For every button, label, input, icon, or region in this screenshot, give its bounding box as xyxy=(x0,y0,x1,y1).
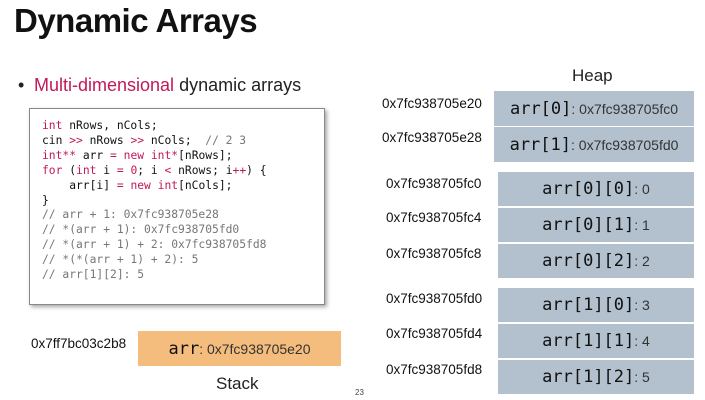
heap-cell: arr[0][1]: 1 xyxy=(498,208,694,242)
code-comment: // *(arr + 1) + 2: 0x7fc938705fd8 xyxy=(42,238,267,252)
code-keyword: new xyxy=(123,148,145,162)
cell-value: : 3 xyxy=(634,297,650,313)
cell-value: : 5 xyxy=(634,369,650,385)
code-comment: // arr[1][2]: 5 xyxy=(42,268,145,282)
code-line: for (int i = 0; i < nRows; i++) { xyxy=(42,164,324,179)
code-text: arr xyxy=(76,148,111,162)
code-text: ) { xyxy=(246,163,267,177)
page-number: 23 xyxy=(355,388,364,397)
cell-name: arr[0][1] xyxy=(542,215,635,235)
code-line: int** arr = new int*[nRows]; xyxy=(42,149,324,164)
code-comment: // arr + 1: 0x7fc938705e28 xyxy=(42,208,219,222)
code-keyword: for xyxy=(42,163,63,177)
code-text: arr[i] xyxy=(42,178,117,192)
cell-value: : 0x7fc938705fc0 xyxy=(571,100,679,117)
bullet-symbol: • xyxy=(18,75,25,95)
heap-address: 0x7fc938705e28 xyxy=(382,130,482,145)
code-text xyxy=(144,149,151,162)
code-line: // *(*(arr + 1) + 2): 5 xyxy=(42,253,324,268)
code-keyword: = xyxy=(116,163,124,177)
code-text: ; i xyxy=(137,163,165,177)
code-text: } xyxy=(42,193,49,207)
code-keyword: = xyxy=(116,178,124,192)
code-keyword: ++ xyxy=(232,163,247,177)
code-line: // *(arr + 1): 0x7fc938705fd0 xyxy=(42,223,324,238)
code-keyword: int* xyxy=(150,148,179,162)
heap-address: 0x7fc938705fc4 xyxy=(386,210,482,225)
code-line: } xyxy=(42,194,324,209)
cell-name: arr[0][2] xyxy=(542,251,635,271)
cell-name: arr[1] xyxy=(509,134,571,155)
heap-cell: arr[1][2]: 5 xyxy=(498,360,694,394)
code-text: nRows; i xyxy=(171,163,233,177)
code-keyword: >> xyxy=(130,133,145,147)
code-line: // arr + 1: 0x7fc938705e28 xyxy=(42,208,324,223)
code-comment: // *(*(arr + 1) + 2): 5 xyxy=(42,253,199,267)
heap-address: 0x7fc938705fd8 xyxy=(386,362,483,377)
heap-title: Heap xyxy=(572,66,613,85)
heap-cell: arr[1][0]: 3 xyxy=(498,288,694,322)
bullet-point: • Multi-dimensional dynamic arrays xyxy=(18,75,301,96)
cell-name: arr xyxy=(168,338,200,359)
cell-name: arr[0][0] xyxy=(542,179,635,199)
bullet-highlight: Multi-dimensional xyxy=(34,75,175,95)
cell-name: arr[1][1] xyxy=(542,331,635,351)
code-block: int nRows, nCols;cin >> nRows >> nCols; … xyxy=(29,108,325,305)
heap-address: 0x7fc938705fd0 xyxy=(386,291,483,306)
code-keyword: 0 xyxy=(130,163,138,177)
cell-name: arr[1][0] xyxy=(542,295,635,315)
heap-address: 0x7fc938705e20 xyxy=(382,96,482,111)
heap-cell: arr[0][0]: 0 xyxy=(498,172,694,206)
cell-value: : 2 xyxy=(634,253,650,269)
code-text: nCols; xyxy=(144,133,206,147)
code-text xyxy=(117,149,124,162)
code-keyword: int xyxy=(42,119,63,132)
code-comment: // *(arr + 1): 0x7fc938705fd0 xyxy=(42,223,240,237)
code-line: arr[i] = new int[nCols]; xyxy=(42,179,324,194)
code-comment: // 2 3 xyxy=(205,133,247,147)
heap-address: 0x7fc938705fc8 xyxy=(386,246,482,261)
heap-cell: arr[0][2]: 2 xyxy=(498,244,694,278)
code-line: int nRows, nCols; xyxy=(42,119,324,134)
cell-name: arr[0] xyxy=(509,98,572,119)
cell-value: : 4 xyxy=(634,333,650,349)
cell-value: : 0 xyxy=(634,181,650,197)
code-text: nRows xyxy=(82,133,131,147)
cell-value: : 0x7fc938705fd0 xyxy=(571,136,679,153)
stack-address: 0x7ff7bc03c2b8 xyxy=(31,336,127,351)
cell-name: arr[1][2] xyxy=(542,367,635,387)
stack-cell: arr: 0x7fc938705e20 xyxy=(138,331,341,366)
stack-title: Stack xyxy=(216,374,259,393)
slide-title: Dynamic Arrays xyxy=(14,2,258,39)
code-keyword: new xyxy=(130,178,151,192)
code-keyword: int xyxy=(76,163,97,177)
cell-value: : 0x7fc938705e20 xyxy=(199,340,311,357)
code-text: nRows, nCols; xyxy=(62,119,158,132)
heap-cell: arr[1][1]: 4 xyxy=(498,324,694,358)
code-keyword: int xyxy=(157,178,179,192)
cell-value: : 1 xyxy=(634,217,650,233)
code-keyword: >> xyxy=(69,133,83,147)
code-line: cin >> nRows >> nCols; // 2 3 xyxy=(42,134,324,149)
heap-cell: arr[0]: 0x7fc938705fc0 xyxy=(494,91,694,126)
bullet-text: dynamic arrays xyxy=(174,75,302,95)
code-text: [nCols]; xyxy=(178,178,233,192)
code-keyword: int** xyxy=(42,148,77,162)
code-text: ( xyxy=(62,163,77,177)
code-text xyxy=(151,179,158,192)
heap-address: 0x7fc938705fc0 xyxy=(386,176,482,191)
code-text: [nRows]; xyxy=(178,148,233,162)
code-keyword: < xyxy=(164,163,172,177)
heap-cell: arr[1]: 0x7fc938705fd0 xyxy=(494,127,694,162)
code-text: i xyxy=(96,163,117,177)
code-keyword: = xyxy=(110,148,117,162)
code-text: cin xyxy=(42,133,70,147)
code-line: // arr[1][2]: 5 xyxy=(42,268,324,283)
heap-address: 0x7fc938705fd4 xyxy=(386,326,483,341)
code-line: // *(arr + 1) + 2: 0x7fc938705fd8 xyxy=(42,238,324,253)
